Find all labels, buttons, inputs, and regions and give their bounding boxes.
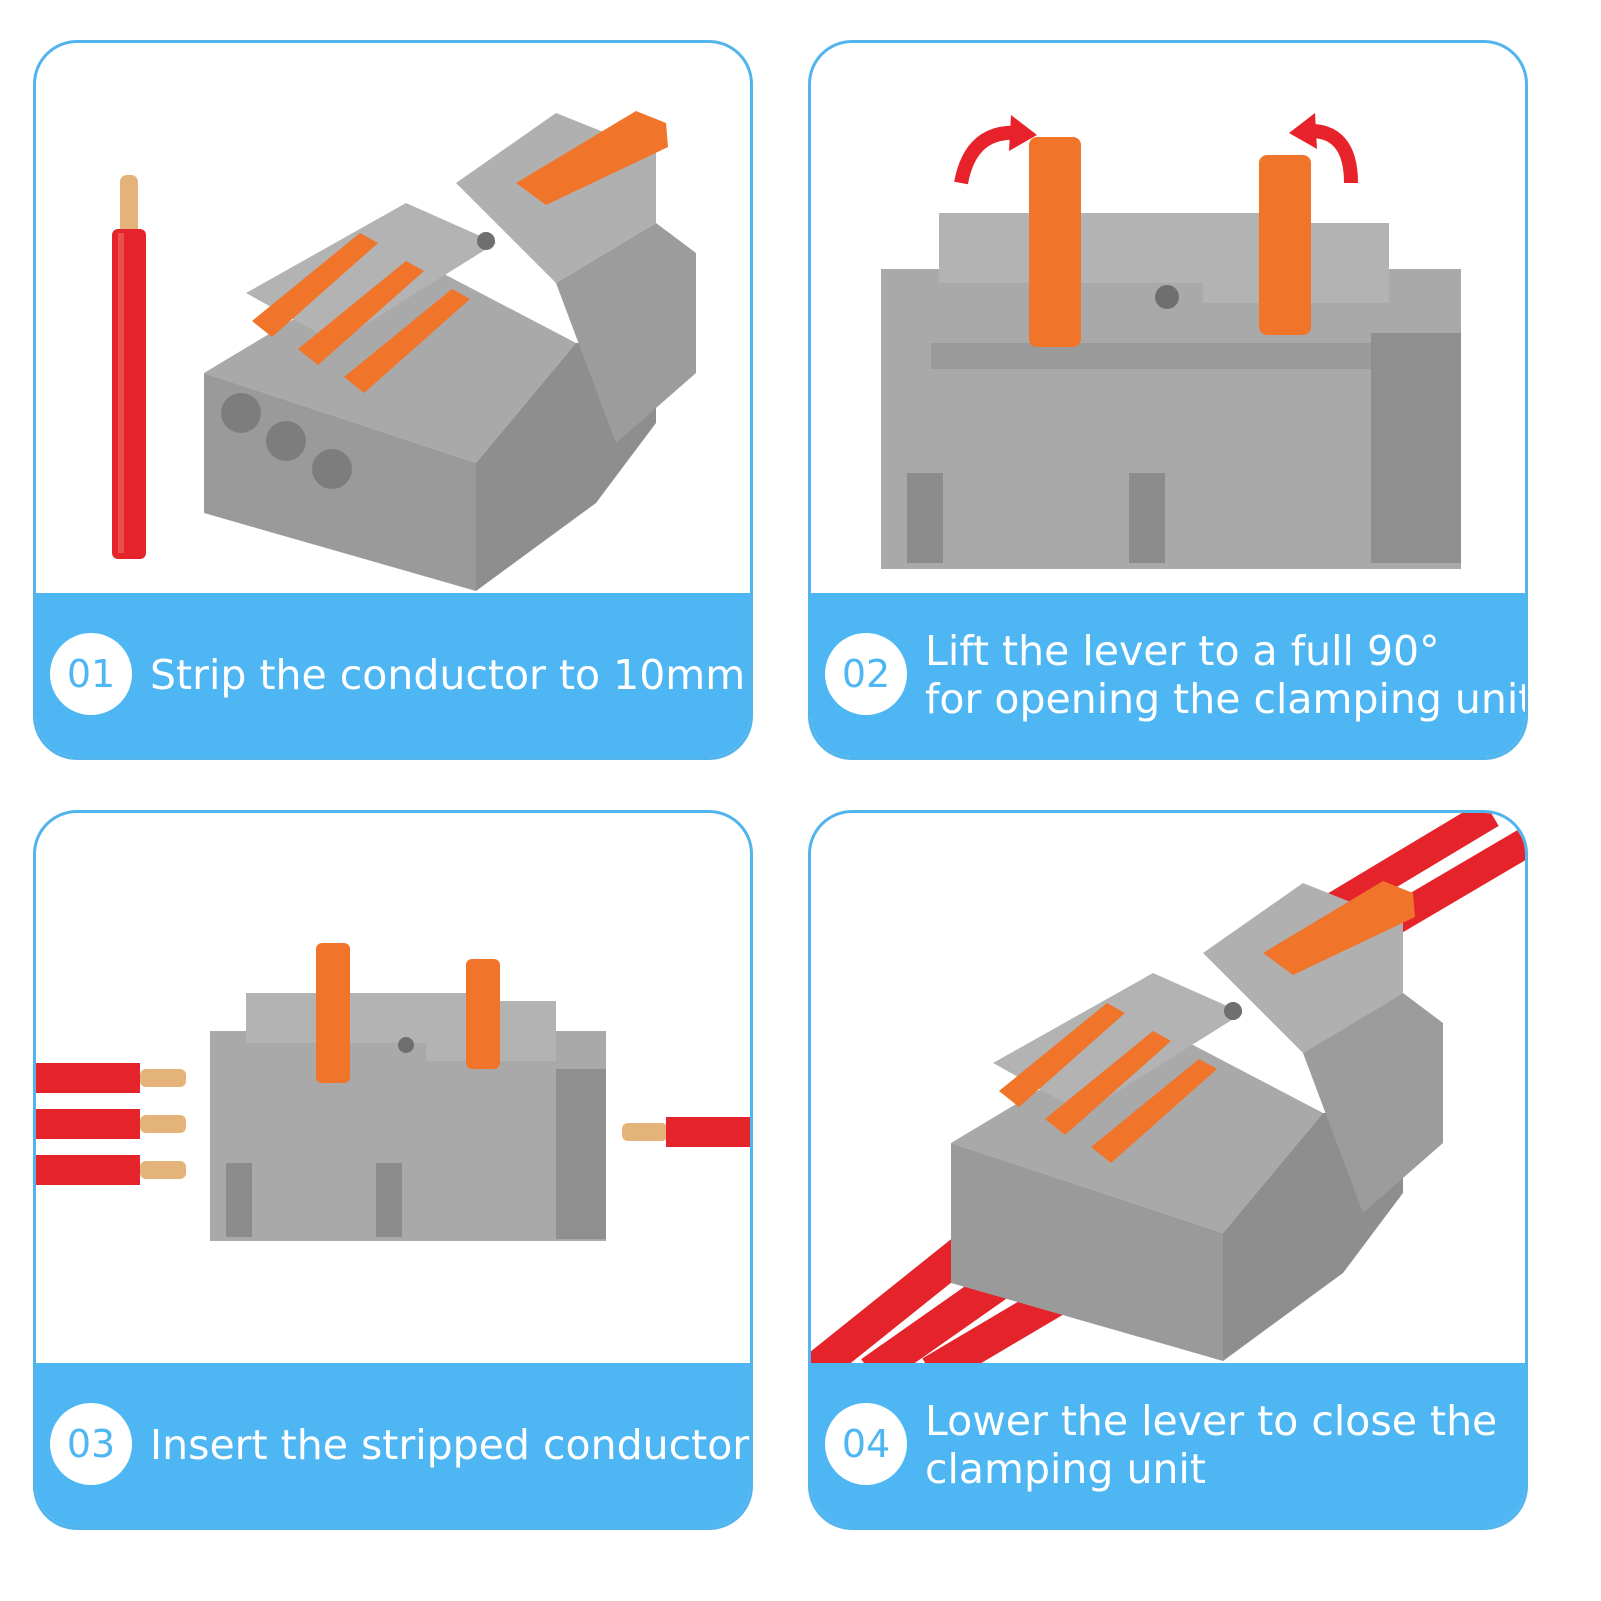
connector-closed bbox=[951, 881, 1443, 1361]
step-03-illustration bbox=[36, 943, 750, 1241]
step-caption: Lift the lever to a full 90° for opening… bbox=[925, 593, 1528, 757]
step-03-panel: 03 Insert the stripped conductor bbox=[33, 810, 753, 1530]
caption-band: 02 Lift the lever to a full 90° for open… bbox=[811, 593, 1525, 757]
copper-tip bbox=[120, 175, 138, 235]
wire-hole bbox=[312, 449, 352, 489]
step-01-illustration bbox=[112, 111, 696, 591]
lever bbox=[1029, 137, 1081, 347]
connector-closed bbox=[204, 111, 696, 591]
wire-insulation bbox=[112, 229, 146, 559]
caption-line-1: Lift the lever to a full 90° bbox=[925, 627, 1440, 675]
step-number-badge: 02 bbox=[825, 633, 907, 715]
caption-band: 03 Insert the stripped conductor bbox=[36, 1363, 750, 1527]
lever bbox=[344, 289, 470, 393]
step-number-badge: 03 bbox=[50, 1403, 132, 1485]
curved-arrow-icon bbox=[954, 115, 1037, 185]
caption-line-1: Strip the conductor to 10mm bbox=[150, 651, 746, 699]
lever bbox=[1045, 1031, 1171, 1135]
lever bbox=[316, 943, 350, 1083]
lever bbox=[1263, 881, 1415, 975]
lever bbox=[298, 261, 424, 365]
lever bbox=[466, 959, 500, 1069]
wire-hole bbox=[266, 421, 306, 461]
wire-right bbox=[622, 1117, 750, 1147]
lever bbox=[252, 233, 378, 337]
caption-line-1: Lower the lever to close the bbox=[925, 1397, 1498, 1445]
lever bbox=[999, 1003, 1125, 1107]
step-02-panel: 02 Lift the lever to a full 90° for open… bbox=[808, 40, 1528, 760]
step-caption: Strip the conductor to 10mm bbox=[150, 593, 746, 757]
step-caption: Insert the stripped conductor bbox=[150, 1363, 750, 1527]
stripped-wire bbox=[112, 175, 146, 559]
caption-line-2: for opening the clamping unit bbox=[925, 675, 1528, 723]
step-04-panel: 04 Lower the lever to close the clamping… bbox=[808, 810, 1528, 1530]
step-caption: Lower the lever to close the clamping un… bbox=[925, 1363, 1521, 1527]
step-04-illustration bbox=[811, 813, 1525, 1373]
caption-band: 01 Strip the conductor to 10mm bbox=[36, 593, 750, 757]
caption-line-1: Insert the stripped conductor bbox=[150, 1421, 750, 1469]
step-number-badge: 04 bbox=[825, 1403, 907, 1485]
caption-line-2: clamping unit bbox=[925, 1445, 1206, 1493]
lever bbox=[516, 111, 668, 205]
connector-open bbox=[210, 943, 606, 1241]
wire-hole bbox=[221, 393, 261, 433]
lever bbox=[1259, 155, 1311, 335]
curved-arrow-icon bbox=[1289, 113, 1358, 184]
wire-bundle-left bbox=[36, 1063, 186, 1185]
lever bbox=[1091, 1059, 1217, 1163]
step-01-panel: 01 Strip the conductor to 10mm bbox=[33, 40, 753, 760]
step-02-illustration bbox=[881, 113, 1461, 569]
caption-band: 04 Lower the lever to close the clamping… bbox=[811, 1363, 1525, 1527]
connector-open bbox=[881, 137, 1461, 569]
step-number-badge: 01 bbox=[50, 633, 132, 715]
